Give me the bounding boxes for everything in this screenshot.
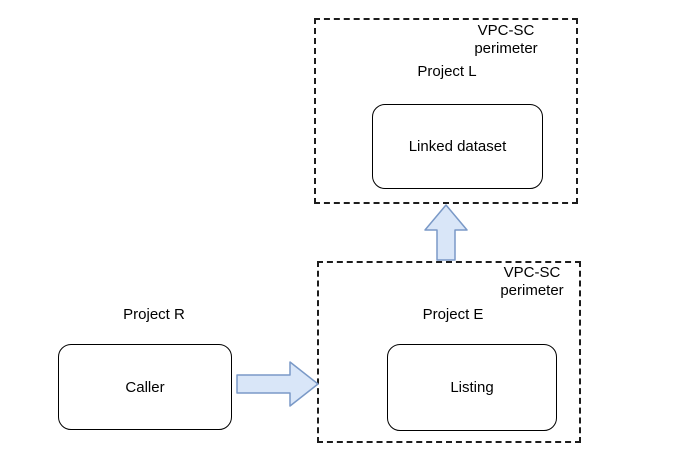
perimeter-box-project-e	[317, 261, 581, 443]
node-listing-label: Listing	[450, 379, 494, 396]
node-listing: Listing	[387, 344, 557, 431]
project-label-r: Project R	[123, 306, 185, 323]
node-caller-label: Caller	[125, 378, 165, 396]
node-linked-dataset: Linked dataset	[372, 104, 543, 189]
perimeter-label-bottom: VPC-SC perimeter	[500, 264, 564, 299]
up-arrow-icon	[424, 204, 468, 261]
project-label-e: Project E	[422, 306, 484, 323]
right-arrow-icon	[236, 361, 319, 407]
project-label-l: Project L	[417, 63, 477, 80]
perimeter-box-project-l	[314, 18, 578, 204]
node-linked-dataset-label: Linked dataset	[408, 138, 507, 155]
node-caller: Caller	[58, 344, 232, 430]
perimeter-label-top: VPC-SC perimeter	[474, 22, 538, 57]
